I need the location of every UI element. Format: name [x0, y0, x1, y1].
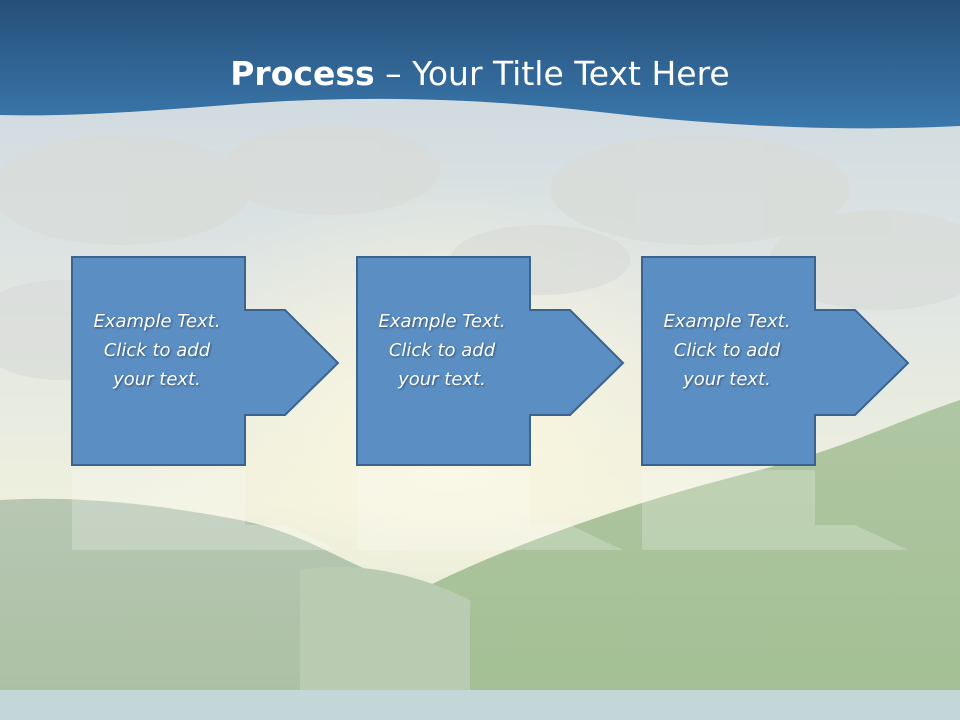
box-arrow-shape	[356, 256, 625, 466]
step-text: Example Text. Click to add your text.	[73, 307, 241, 394]
box-arrow-shape	[641, 256, 910, 466]
box-arrow-shape	[71, 256, 340, 466]
title-bold-part: Process	[230, 54, 375, 93]
slide-title[interactable]: Process – Your Title Text Here	[0, 52, 960, 96]
step-text-line-3: your text.	[683, 369, 771, 390]
step-text-line-3: your text.	[398, 369, 486, 390]
step-1-reflection	[70, 470, 340, 550]
title-regular-part: – Your Title Text Here	[374, 54, 730, 93]
step-text-line-1: Example Text.	[378, 311, 506, 332]
step-text: Example Text. Click to add your text.	[358, 307, 526, 394]
step-text-line-1: Example Text.	[663, 311, 791, 332]
step-text: Example Text. Click to add your text.	[643, 307, 811, 394]
step-text-line-1: Example Text.	[93, 311, 221, 332]
step-text-line-2: Click to add	[673, 340, 781, 361]
process-step-1[interactable]: Example Text. Click to add your text.	[70, 255, 340, 470]
step-2-reflection	[355, 470, 625, 550]
step-3-reflection	[640, 470, 910, 550]
process-step-2[interactable]: Example Text. Click to add your text.	[355, 255, 625, 470]
step-text-line-3: your text.	[113, 369, 201, 390]
process-step-3[interactable]: Example Text. Click to add your text.	[640, 255, 910, 470]
step-text-line-2: Click to add	[103, 340, 211, 361]
step-text-line-2: Click to add	[388, 340, 496, 361]
